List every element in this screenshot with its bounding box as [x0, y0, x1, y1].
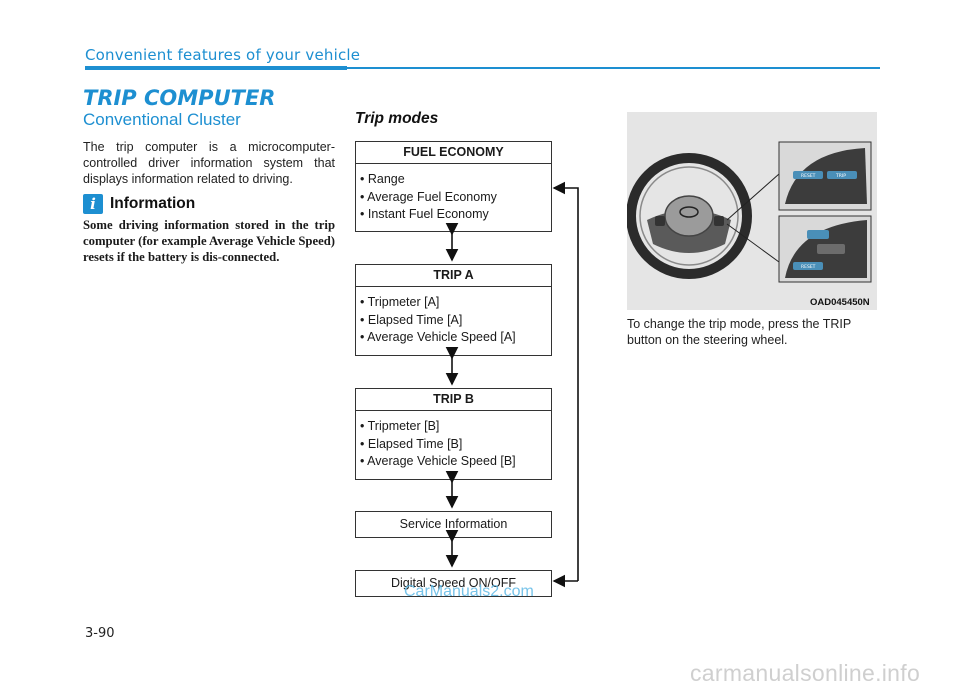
intro-paragraph: The trip computer is a microcomputer-con… — [83, 140, 335, 186]
info-paragraph: Some driving information stored in the t… — [83, 218, 335, 264]
header-rule-accent — [85, 66, 347, 70]
mode-box-title: TRIP A — [356, 265, 551, 287]
subsection-title: Conventional Cluster — [83, 110, 241, 129]
mode-item: Range — [360, 171, 551, 189]
digital-speed-box: Digital Speed ON/OFF — [355, 570, 552, 597]
mode-box-fuel-economy: FUEL ECONOMY Range Average Fuel Economy … — [355, 141, 552, 232]
mode-item: Average Vehicle Speed [B] — [360, 453, 551, 471]
trip-button-label: TRIP — [835, 173, 846, 179]
section-title: TRIP COMPUTER — [83, 86, 276, 110]
mode-box-trip-b: TRIP B Tripmeter [B] Elapsed Time [B] Av… — [355, 388, 552, 480]
steering-wheel-photo: RESET TRIP RESET — [626, 112, 877, 310]
mode-box-trip-a: TRIP A Tripmeter [A] Elapsed Time [A] Av… — [355, 264, 552, 356]
info-icon: i — [83, 194, 103, 214]
watermark-text: carmanualsonline.info — [690, 660, 921, 686]
photo-caption: To change the trip mode, press the TRIP … — [627, 317, 851, 347]
trip-button-marker — [714, 216, 724, 226]
header-rule — [347, 67, 880, 69]
figure-code: OAD045450N — [810, 297, 870, 308]
steering-wheel-illustration: RESET TRIP RESET — [626, 112, 877, 310]
watermark-link[interactable]: CarManuals2.com — [404, 583, 534, 600]
reset-button-label: RESET — [801, 173, 816, 179]
trip-modes-heading: Trip modes — [355, 110, 439, 127]
mode-item: Elapsed Time [A] — [360, 312, 551, 330]
mode-box-title: FUEL ECONOMY — [356, 142, 551, 164]
mode-item: Tripmeter [A] — [360, 294, 551, 312]
mode-item: Elapsed Time [B] — [360, 436, 551, 454]
section-header-label: Convenient features of your vehicle — [85, 46, 361, 64]
mode-item: Average Fuel Economy — [360, 189, 551, 207]
mode-item: Instant Fuel Economy — [360, 206, 551, 224]
mode-box-title: TRIP B — [356, 389, 551, 411]
loop-arrow — [552, 181, 579, 588]
info-title: Information — [110, 195, 196, 212]
page-number: 3-90 — [85, 626, 115, 641]
reset-button-label: RESET — [801, 264, 816, 270]
mode-item: Average Vehicle Speed [A] — [360, 329, 551, 347]
mode-item: Tripmeter [B] — [360, 418, 551, 436]
